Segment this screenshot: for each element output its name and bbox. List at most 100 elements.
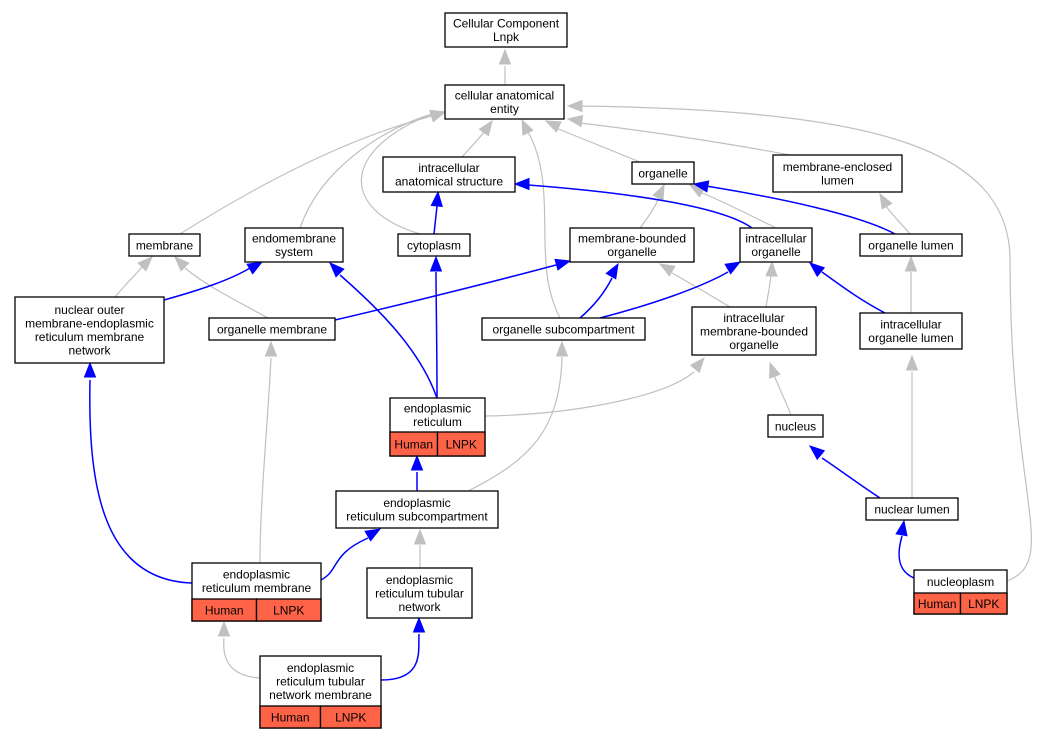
node-nom-box	[14, 296, 165, 364]
edge-cyt-cae-arrowhead	[429, 110, 447, 123]
edge-ol-mel-arrowhead	[879, 192, 893, 210]
node-osc[interactable]: organelle subcompartment	[481, 317, 646, 341]
node-nom[interactable]: nuclear outermembrane-endoplasmicreticul…	[14, 296, 165, 364]
edge-np-cae	[566, 99, 1032, 582]
edge-ol-org	[692, 180, 896, 235]
node-ems-label-line: endomembrane	[252, 232, 336, 246]
node-mem[interactable]: membrane	[128, 233, 201, 257]
edge-om-mbo-line	[334, 264, 557, 321]
edge-om-mem-line	[184, 267, 269, 319]
node-om[interactable]: organelle membrane	[208, 317, 336, 341]
node-imbo-box	[691, 306, 817, 356]
edge-imbo-mbo-arrowhead	[658, 263, 676, 277]
edge-osc-mbo	[579, 262, 619, 319]
edge-np-nl	[895, 519, 915, 579]
edge-er-cyt-line	[435, 271, 438, 399]
edge-cae-root-arrowhead	[498, 48, 512, 65]
node-io-label-line: organelle	[751, 245, 801, 259]
node-mbo-box	[569, 227, 695, 263]
edge-nom-ems-arrowhead	[246, 261, 264, 275]
edge-erm-ersc-arrowhead	[364, 528, 382, 542]
node-iol-label-line: intracellular	[880, 318, 941, 332]
edge-np-nl-arrowhead	[895, 519, 908, 537]
edge-nom-mem	[114, 256, 153, 298]
node-cae-box	[444, 84, 565, 120]
edge-ias-cyt-arrowhead	[430, 190, 443, 207]
node-ertn-label-line: network	[398, 600, 441, 614]
node-ertnm-tag-label: Human	[271, 710, 310, 724]
node-ias-label-line: anatomical structure	[395, 175, 503, 189]
edge-er-cyt-arrowhead	[429, 255, 443, 272]
edge-iol-io-line	[821, 271, 886, 314]
edge-mel-cae-arrowhead	[566, 114, 584, 128]
node-mel-box	[772, 154, 903, 193]
node-nl[interactable]: nuclear lumen	[865, 497, 959, 521]
edge-mbo-org	[639, 183, 665, 229]
edge-org-cae-line	[555, 127, 641, 163]
graph-edges	[83, 48, 1032, 681]
node-ertnm-tag-cell	[319, 705, 382, 729]
edge-osc-cae-arrowhead	[521, 118, 534, 136]
node-om-box	[208, 317, 336, 341]
node-imbo-label-line: organelle	[729, 338, 779, 352]
node-mel-label-line: lumen	[821, 174, 854, 188]
edge-erm-om-arrowhead	[264, 340, 278, 357]
edge-osc-io-line	[599, 271, 729, 319]
node-org[interactable]: organelle	[631, 161, 695, 185]
edge-ersc-osc-arrowhead	[555, 340, 569, 357]
node-nom-label-line: nuclear outer	[54, 303, 124, 317]
edge-imbo-io-line	[765, 274, 772, 308]
node-osc-label-line: organelle subcompartment	[492, 322, 635, 336]
node-cyt[interactable]: cytoplasm	[397, 233, 471, 257]
edge-ertnm-erm-arrowhead	[217, 620, 231, 637]
node-ertnm-label-line: network membrane	[269, 688, 372, 702]
edge-ias-cyt-line	[433, 205, 438, 235]
edge-ersc-osc-line	[467, 356, 563, 492]
node-nuc[interactable]: nucleus	[767, 414, 824, 438]
edge-er-cyt	[429, 255, 443, 399]
edge-mel-cae-line	[579, 122, 791, 156]
node-ertnm-tag-label: LNPK	[335, 710, 366, 724]
node-ems-box	[244, 227, 344, 263]
node-ersc-label-line: reticulum subcompartment	[346, 510, 488, 524]
node-ol[interactable]: organelle lumen	[859, 233, 963, 257]
edge-nl-iol-arrowhead	[905, 354, 919, 371]
edge-nl-nuc	[808, 445, 881, 499]
edge-ertn-ersc	[413, 528, 427, 568]
edge-osc-mbo-line	[579, 277, 613, 319]
node-org-box	[631, 161, 695, 185]
node-er-tag-cell	[436, 431, 486, 457]
node-np-tag-cell	[959, 592, 1008, 615]
edge-io-ias	[513, 177, 753, 229]
node-ol-label-line: organelle lumen	[868, 238, 953, 252]
edge-ersc-er-arrowhead	[410, 454, 424, 471]
node-root-box	[444, 12, 568, 48]
edge-io-ias-arrowhead	[513, 177, 530, 191]
edge-er-ems-arrowhead	[329, 262, 345, 278]
node-er-label-line: reticulum	[413, 415, 462, 429]
edge-osc-io	[599, 261, 742, 319]
edge-er-imbo	[484, 356, 705, 417]
edge-om-mbo-arrowhead	[554, 258, 572, 271]
node-er-tag-label: Human	[394, 437, 433, 451]
edge-osc-io-arrowhead	[724, 261, 742, 275]
node-cae-label-line: entity	[490, 102, 519, 116]
edge-om-mbo	[334, 258, 572, 321]
node-mem-box	[128, 233, 201, 257]
